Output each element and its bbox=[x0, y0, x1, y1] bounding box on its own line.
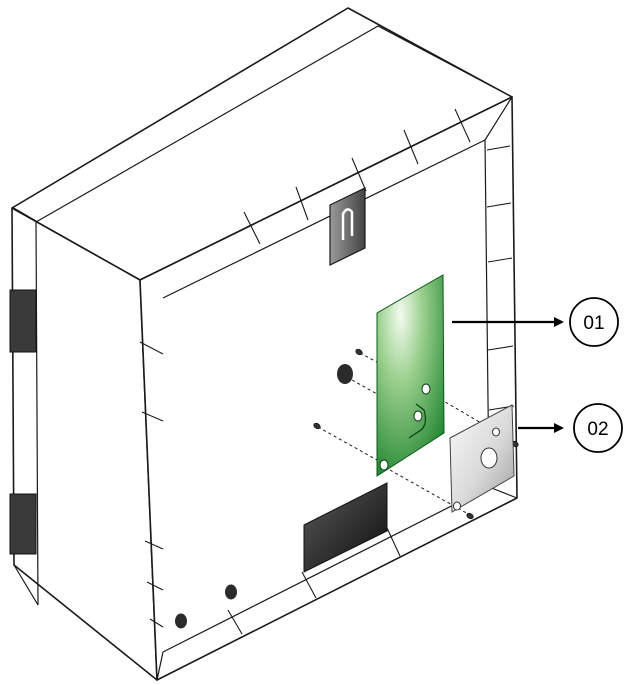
callout-02-label: 02 bbox=[587, 419, 608, 440]
pcb-hole-mid bbox=[413, 410, 423, 422]
pcb-hole-bottom bbox=[379, 459, 389, 471]
enclosure-left-face bbox=[11, 207, 158, 681]
callout-01: 01 bbox=[452, 297, 619, 347]
enclosure bbox=[11, 7, 518, 681]
cable-entry-slot bbox=[303, 482, 388, 573]
enclosure-top-rim bbox=[35, 25, 496, 223]
callout-02-circle bbox=[573, 403, 623, 453]
callout-01-circle bbox=[569, 297, 619, 347]
mounting-plate bbox=[449, 404, 515, 513]
pcb-hole-top bbox=[421, 383, 431, 395]
wall-knockout-hole bbox=[337, 364, 353, 384]
mounting-hole-right bbox=[225, 584, 237, 600]
pcb-board bbox=[376, 274, 445, 477]
pcb-trace bbox=[408, 403, 427, 439]
plate-hole-top bbox=[492, 427, 500, 437]
hinge-lower bbox=[9, 493, 37, 555]
wall-mount-hook bbox=[329, 187, 366, 266]
callout-01-label: 01 bbox=[583, 313, 604, 334]
callout-02: 02 bbox=[518, 403, 623, 453]
plate-center-hole bbox=[480, 447, 498, 469]
hinge-upper bbox=[9, 289, 37, 353]
mounting-hole-left bbox=[175, 613, 187, 629]
enclosure-frame-inner bbox=[162, 139, 490, 653]
plate-hole-bottom bbox=[453, 501, 461, 511]
enclosure-left-inner-edge bbox=[35, 221, 39, 606]
